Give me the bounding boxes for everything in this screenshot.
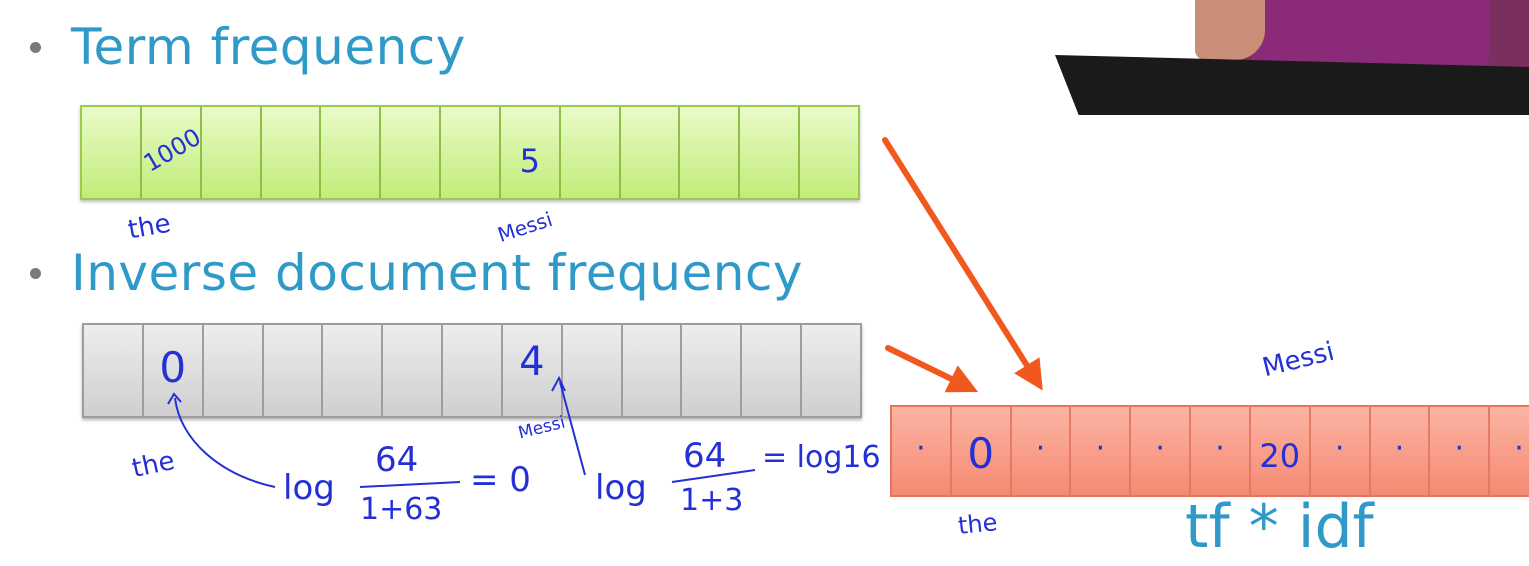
- tfidf-cell: ·: [1012, 407, 1072, 495]
- tfidf-vector: · 0 · · · · 20 · · · ·: [890, 405, 1529, 497]
- tfidf-value-messi: 20: [1259, 437, 1301, 475]
- idf-cell: [623, 325, 683, 416]
- idf-cell: [742, 325, 803, 416]
- idf-cell: [264, 325, 324, 416]
- tf-cell: [740, 107, 801, 198]
- arrow-idf-to-tfidf: [885, 345, 979, 393]
- curve-messi-to-idf: [559, 381, 586, 476]
- tfidf-value: ·: [1514, 431, 1524, 466]
- tf-cell: [680, 107, 741, 198]
- tfidf-cell: ·: [1131, 407, 1192, 495]
- idf-cell-messi: 4: [503, 325, 563, 416]
- tfidf-cell: ·: [1071, 407, 1132, 495]
- tfidf-value: ·: [916, 431, 926, 466]
- tfidf-value-the: 0: [967, 429, 995, 478]
- idf-cell: [682, 325, 743, 416]
- tfidf-cell: ·: [1371, 407, 1431, 495]
- tf-cell: [561, 107, 621, 198]
- idf-cell-the: 0: [144, 325, 204, 416]
- tfidf-result-label: tf * idf: [1185, 492, 1374, 562]
- formula-the-denominator: 1+63: [360, 492, 443, 527]
- tfidf-cell-messi: 20: [1251, 407, 1311, 495]
- tfidf-value: ·: [1454, 431, 1464, 466]
- tfidf-value: ·: [1095, 431, 1106, 466]
- bullet-idf-label: Inverse document frequency: [71, 244, 803, 302]
- idf-cell: [383, 325, 444, 416]
- formula-the-numerator: 64: [375, 440, 419, 480]
- bullet-term-frequency-label: Term frequency: [71, 18, 466, 76]
- idf-cell: [443, 325, 503, 416]
- tfidf-cell: ·: [1191, 407, 1251, 495]
- presenter-arm: [1195, 0, 1265, 60]
- idf-cell: [323, 325, 384, 416]
- bullet-inverse-document-frequency: Inverse document frequency: [30, 244, 803, 302]
- tf-cell: [321, 107, 382, 198]
- tfidf-value: ·: [1155, 431, 1165, 466]
- tf-cell: [621, 107, 681, 198]
- idf-value-messi: 4: [519, 339, 545, 385]
- idf-cell: [84, 325, 144, 416]
- tfidf-value: ·: [1394, 431, 1405, 466]
- formula-messi-log: log: [595, 468, 647, 508]
- term-frequency-vector: 1000 5: [80, 105, 860, 200]
- fraction-bar-messi: [671, 469, 756, 483]
- idf-cell: [563, 325, 623, 416]
- tfidf-cell-the: 0: [952, 407, 1012, 495]
- fraction-bar-the: [359, 481, 461, 488]
- curve-messi-arrowhead: [551, 375, 566, 392]
- tf-cell: [82, 107, 142, 198]
- formula-the-log: log: [283, 468, 335, 508]
- tfidf-cell: ·: [892, 407, 952, 495]
- curve-the-to-idf: [174, 397, 276, 488]
- tfidf-cell: ·: [1490, 407, 1529, 495]
- formula-messi-result: = log16: [762, 440, 881, 475]
- arrow-tf-to-tfidf: [882, 137, 1043, 391]
- presenter-desk: [1055, 55, 1529, 115]
- bullet-dot: [30, 41, 41, 53]
- formula-messi-numerator: 64: [683, 436, 727, 476]
- tfidf-cell: ·: [1430, 407, 1491, 495]
- tf-value-messi: 5: [519, 142, 540, 180]
- bullet-dot: [30, 267, 41, 279]
- idf-cell: [204, 325, 264, 416]
- tf-cell: [381, 107, 442, 198]
- presenter-webcam: [1055, 0, 1529, 116]
- idf-value-the: 0: [159, 343, 187, 392]
- tfidf-value: ·: [1035, 431, 1046, 466]
- formula-the-result: = 0: [470, 460, 531, 500]
- idf-vector: 0 4: [82, 323, 862, 418]
- tfidf-value: ·: [1215, 431, 1225, 466]
- tf-cell: [262, 107, 322, 198]
- tf-cell-messi: 5: [501, 107, 561, 198]
- presenter-shirt: [1250, 0, 1490, 72]
- tfidf-value: ·: [1334, 431, 1345, 466]
- curve-the-arrowhead: [167, 392, 182, 405]
- formula-messi-denominator: 1+3: [680, 483, 744, 518]
- tfidf-cell: ·: [1311, 407, 1371, 495]
- tf-cell: [202, 107, 262, 198]
- bullet-term-frequency: Term frequency: [30, 18, 466, 76]
- tf-cell-the: 1000: [139, 107, 206, 198]
- tf-cell: [441, 107, 501, 198]
